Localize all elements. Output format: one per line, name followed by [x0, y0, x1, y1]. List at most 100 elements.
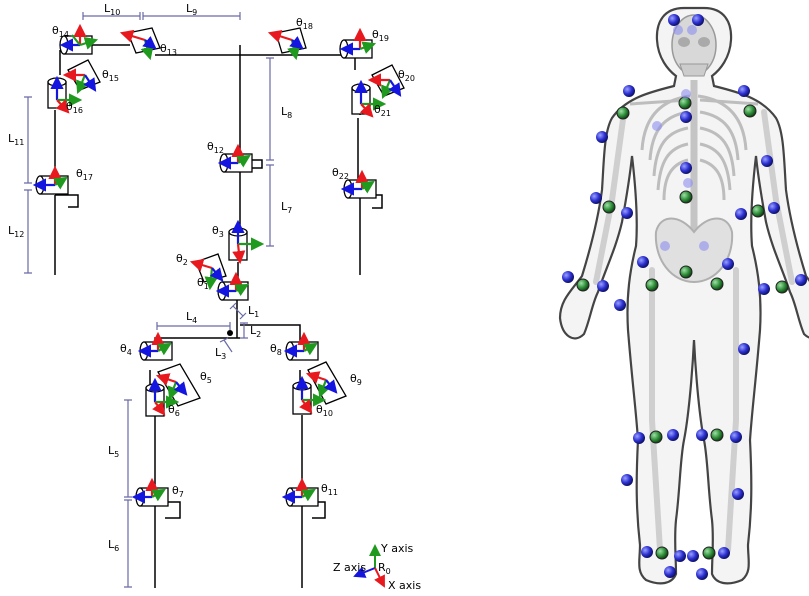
axes-10 [295, 375, 327, 414]
dim-label-l12: L12 [8, 224, 24, 239]
green-markers [576, 96, 789, 560]
joint-cylinders [35, 27, 405, 507]
dim-label-l6: L6 [108, 538, 119, 553]
dim-label-l11: L11 [8, 132, 24, 147]
marker-ankle-right-outer [718, 547, 730, 559]
marker-ankle-right-inner [687, 550, 699, 562]
joint-label-t15: θ15 [102, 68, 119, 83]
legend-z-axis-label: Z axis [333, 561, 366, 574]
axes-15 [62, 68, 97, 95]
legend-x-axis-label: X axis [388, 579, 421, 592]
axes-16 [50, 75, 83, 114]
axes-11 [281, 477, 316, 504]
axes-3 [231, 219, 265, 265]
joint-label-t13: θ13 [160, 42, 177, 57]
marker-shoulder-left [623, 85, 635, 97]
marker-elbow-right-outer [768, 202, 780, 214]
marker-shin-left [621, 474, 633, 486]
marker-ankle-left-inner [674, 550, 686, 562]
joint-label-t14: θ14 [52, 24, 69, 39]
joint-labels: θ1θ2θ3θ4θ5θ6θ7θ8θ9θ10θ11θ12θ13θ14θ15θ16θ… [52, 16, 415, 499]
marker-sternum [680, 111, 692, 123]
marker-toe-left [664, 566, 676, 578]
joint-label-t19: θ19 [372, 28, 389, 43]
joint-label-t11: θ11 [321, 482, 338, 497]
legend-y-axis-label: Y axis [380, 542, 414, 555]
axes-8 [283, 331, 318, 358]
dim-label-l2: L2 [250, 324, 261, 339]
joint-label-t17: θ17 [76, 167, 93, 182]
marker-head-right [692, 14, 704, 26]
marker-wrist-left-outer [562, 271, 574, 283]
marker-abdomen [680, 162, 692, 174]
axes-17 [32, 165, 68, 192]
dim-label-l4: L4 [186, 310, 197, 325]
marker-thigh-right [738, 343, 750, 355]
joint-label-t4: θ4 [120, 342, 132, 357]
axes-18 [267, 30, 304, 61]
axes-22 [340, 169, 375, 196]
axes-13 [119, 29, 157, 61]
legend-frame-label: R0 [378, 561, 391, 576]
joint-label-t6: θ6 [168, 403, 180, 418]
marker-ankle-left-outer [641, 546, 653, 558]
marker-elbow-left-inner [621, 207, 633, 219]
dim-label-l1: L1 [248, 304, 259, 319]
marker-elbow-right-inner [735, 208, 747, 220]
marker-upperarm-left [596, 131, 608, 143]
dim-label-l10: L10 [104, 2, 120, 17]
marker-head-left [668, 14, 680, 26]
joint-label-t7: θ7 [172, 484, 184, 499]
axes-9 [305, 371, 338, 399]
axes-19 [339, 27, 377, 56]
joint-label-t22: θ22 [332, 166, 349, 181]
joint-9-cylinder [307, 361, 347, 405]
dim-label-l8: L8 [281, 105, 292, 120]
axes-2 [189, 258, 224, 291]
marker-hip-left [637, 256, 649, 268]
skeleton-links [54, 44, 383, 588]
joint-label-t1: θ1 [197, 276, 209, 291]
marker-shoulder-right [738, 85, 750, 97]
axes-6 [148, 377, 180, 416]
dimension-lines [24, 12, 274, 588]
joint-label-t8: θ8 [270, 342, 282, 357]
axes-7 [131, 477, 166, 504]
joint-label-t5: θ5 [200, 370, 212, 385]
joint-label-t12: θ12 [207, 140, 224, 155]
marker-upperarm-right [761, 155, 773, 167]
marker-hip-right [722, 258, 734, 270]
axes-14 [59, 23, 99, 52]
marker-knee-right-inner [696, 429, 708, 441]
marker-wrist-right-inner [758, 283, 770, 295]
axes-1 [215, 271, 249, 298]
axes-20 [367, 73, 402, 100]
marker-knee-right-outer [730, 431, 742, 443]
joint-label-t16: θ16 [66, 100, 83, 115]
human-skeleton-figure [558, 6, 809, 585]
joint-label-t3: θ3 [212, 224, 224, 239]
faded-markers [652, 25, 709, 251]
body-outline [558, 6, 809, 585]
marker-wrist-right-outer [795, 274, 807, 286]
marker-toe-right [696, 568, 708, 580]
marker-shin-right [732, 488, 744, 500]
blue-markers [562, 14, 807, 580]
dim-label-l9: L9 [186, 2, 197, 17]
axes-5 [155, 373, 188, 401]
dim-label-l5: L5 [108, 444, 119, 459]
joint-axes [32, 23, 402, 504]
marker-wrist-left-inner [597, 280, 609, 292]
joint-label-t20: θ20 [398, 68, 415, 83]
axes-4 [137, 331, 172, 358]
reference-frame-legend: Y axis Z axis X axis R0 [333, 542, 421, 592]
axes-12 [217, 143, 251, 170]
dim-label-l3: L3 [215, 346, 226, 361]
joint-label-t2: θ2 [176, 252, 188, 267]
root-point [227, 330, 233, 336]
joint-label-t18: θ18 [296, 16, 313, 31]
marker-knee-left-outer [633, 432, 645, 444]
joint-label-t21: θ21 [374, 103, 391, 118]
